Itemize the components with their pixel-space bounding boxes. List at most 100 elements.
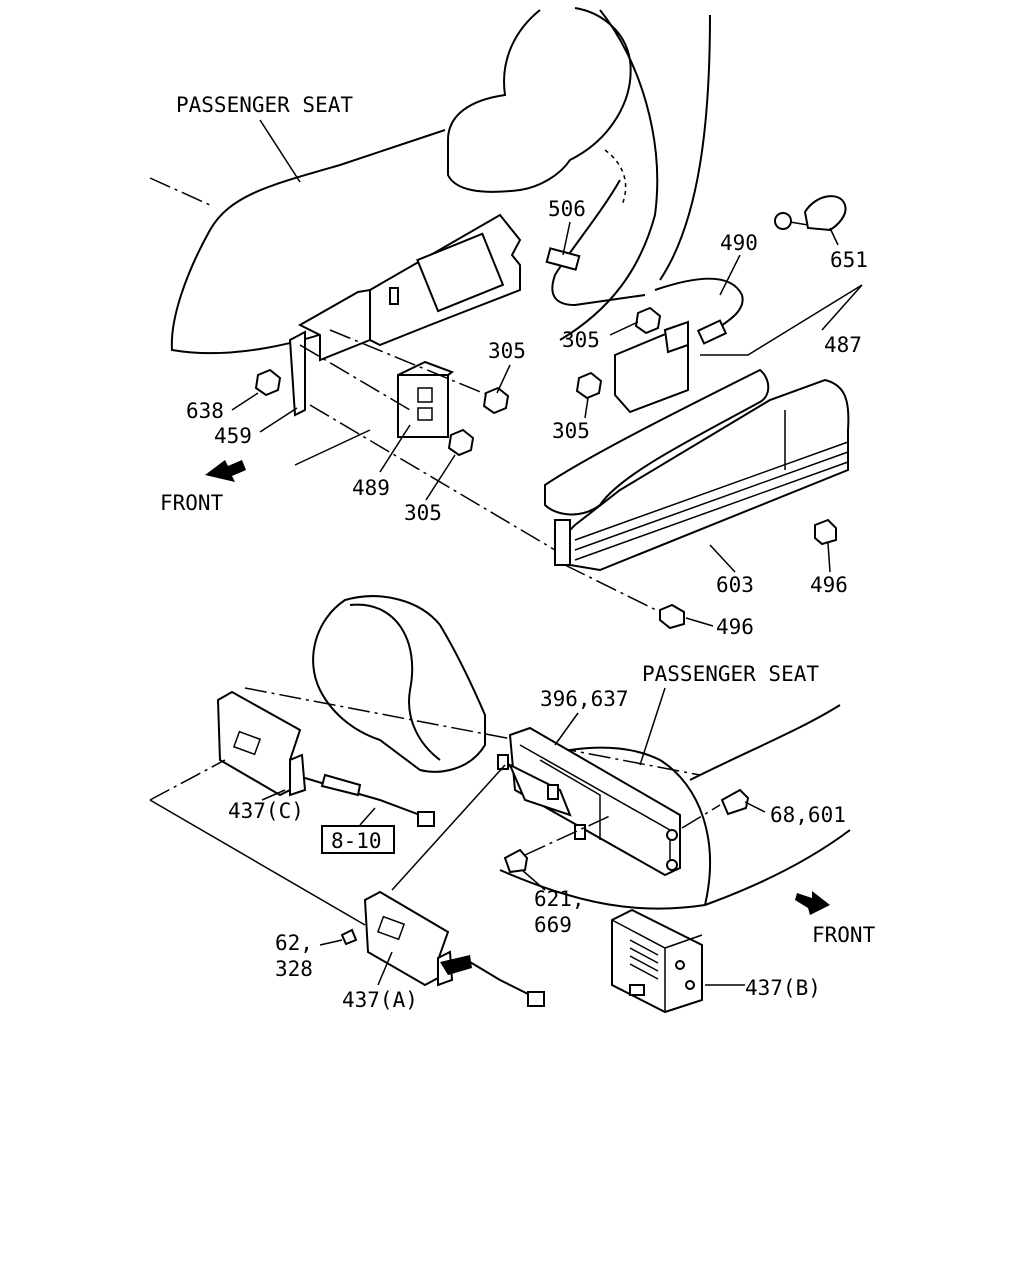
control-module-489-window2 (417, 407, 433, 421)
tape-506 (545, 247, 581, 271)
label-305-c: 305 (562, 328, 600, 352)
label-328: 328 (275, 957, 313, 981)
bottom-assembly: PASSENGER SEAT 8-10 (149, 595, 876, 1014)
passenger-seat-leader-bottom (639, 687, 666, 766)
mount-bracket (508, 762, 572, 817)
assembly-line-437a-a (149, 799, 366, 926)
mount-frame (508, 726, 681, 877)
leader-305-d (584, 397, 589, 419)
leader-437c (261, 789, 286, 801)
leader-487 (700, 284, 863, 356)
bolt-496-a (814, 518, 837, 546)
harness-506 (551, 179, 646, 307)
module-437b-vents (629, 939, 659, 980)
label-669: 669 (534, 913, 572, 937)
passenger-seat-label-top: PASSENGER SEAT (176, 93, 353, 117)
leader-496-a (827, 542, 831, 573)
label-496-a: 496 (810, 573, 848, 597)
bolt-68-601 (720, 788, 750, 816)
connector-490 (696, 319, 728, 345)
label-459: 459 (214, 424, 252, 448)
seat-back-inner-bottom (349, 603, 441, 761)
bolt-621-669 (503, 848, 529, 874)
seat-frame-ribs (574, 410, 849, 561)
nut-305-a (482, 386, 510, 415)
leader-305-a (496, 364, 511, 394)
label-305-d: 305 (552, 419, 590, 443)
front-label-bottom: FRONT (812, 923, 876, 947)
module-437b-screw-a (675, 960, 685, 970)
leader-621 (521, 869, 546, 891)
control-module-489-window (417, 387, 433, 403)
module-489-top (416, 232, 505, 313)
seat-back-side-top (559, 9, 659, 341)
seat-back-outline-bottom (312, 595, 486, 773)
front-arrow-bottom (795, 891, 830, 915)
seat-back-hidden-top (604, 149, 627, 206)
seat-frame-box (558, 378, 850, 572)
leader-638 (231, 392, 259, 411)
mount-hole-a (666, 829, 678, 841)
bolt-line-b (309, 404, 556, 551)
harness-437a (469, 961, 531, 996)
screw-stud (389, 287, 399, 305)
seat-frame-leg (554, 519, 571, 566)
front-label-top: FRONT (160, 491, 224, 515)
bolt-496-b (659, 603, 685, 630)
key-chain (789, 221, 809, 226)
connector-437c (417, 811, 435, 827)
mount-hole-b (666, 859, 678, 871)
assembly-line-437a-b (391, 764, 506, 891)
label-496-b: 496 (716, 615, 754, 639)
leader-437c-b (359, 807, 376, 826)
passenger-seat-leader-top (259, 119, 301, 183)
leader-459 (259, 407, 298, 433)
module-437a (363, 890, 450, 987)
connector-437a (527, 991, 545, 1007)
label-305-a: 305 (488, 339, 526, 363)
leader-487b (821, 284, 863, 331)
module-437b (611, 908, 703, 1014)
module-437c-window (232, 730, 262, 756)
module-437b-port (629, 984, 645, 996)
label-437b: 437(B) (745, 976, 821, 1000)
module-437b-screw-b (685, 980, 695, 990)
bracket-side (297, 288, 371, 362)
passenger-seat-label-bottom: PASSENGER SEAT (642, 662, 819, 686)
cable-490 (654, 277, 744, 331)
module-437b-top (611, 919, 703, 1012)
nut-305-d (575, 371, 603, 400)
assembly-line-437c (149, 759, 226, 801)
seat-edge-bottom (689, 704, 841, 781)
module-437c-flange (289, 753, 307, 797)
label-487: 487 (824, 333, 862, 357)
seat-frame-rail (544, 368, 770, 516)
seat-back-outline-top (447, 7, 632, 193)
leader-603 (709, 544, 736, 573)
seat-back-edge-top (659, 14, 711, 281)
bolt-line-496 (564, 564, 661, 613)
mount-stud-b (547, 784, 559, 800)
top-assembly: PASSENGER SEAT (149, 7, 868, 639)
label-305-b: 305 (404, 501, 442, 525)
plug-437a (440, 955, 472, 975)
leader-489 (379, 424, 411, 473)
relay-487-tab (663, 320, 689, 354)
leader-68-601 (744, 801, 766, 813)
label-490: 490 (720, 231, 758, 255)
label-68-601: 68,601 (770, 803, 846, 827)
leader-437a (377, 951, 393, 986)
label-506: 506 (548, 197, 586, 221)
label-651: 651 (830, 248, 868, 272)
control-module-489 (397, 374, 449, 438)
seat-edge-bottom2 (704, 829, 851, 906)
ref-box-8-10[interactable] (321, 825, 395, 854)
leader-305-c (609, 321, 639, 336)
ref-box-label: 8-10 (331, 829, 382, 853)
mount-stud-a (497, 754, 509, 770)
label-437a: 437(A) (342, 988, 418, 1012)
bolt-line-68 (681, 804, 721, 829)
nut-305-c (634, 306, 662, 335)
leader-305-b (425, 454, 456, 501)
